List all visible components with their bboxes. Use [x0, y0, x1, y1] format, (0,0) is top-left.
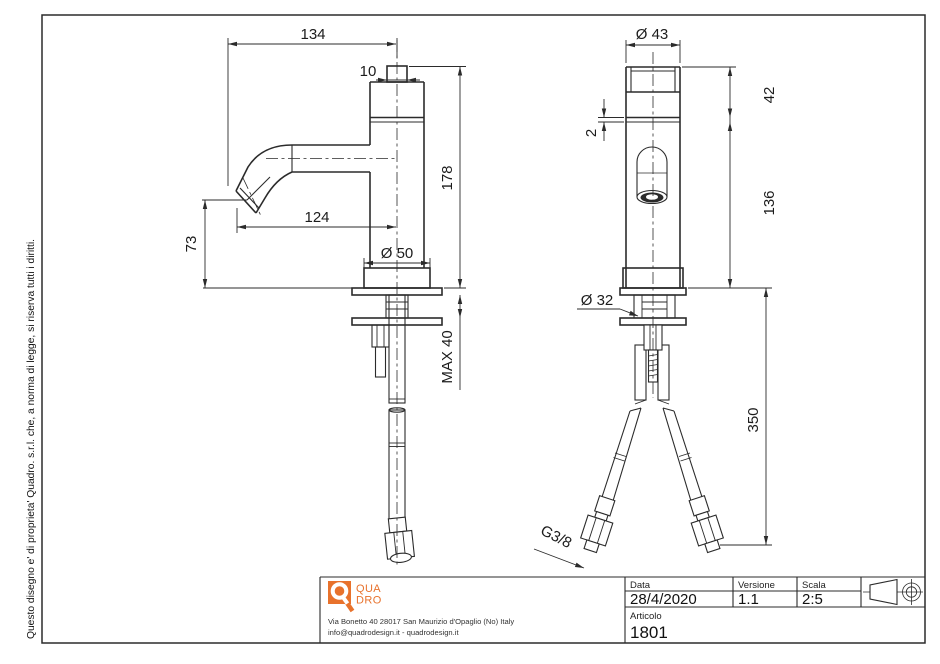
copyright-note: Questo disegno e' di proprieta' Quadro. … [26, 239, 37, 639]
dim-thread-g38: G3/8 [538, 522, 575, 552]
dim-spout-height-73: 73 [183, 236, 200, 253]
dim-top-dia-43: Ø 43 [636, 26, 669, 43]
field-article-value: 1801 [630, 623, 668, 642]
border-frame [41, 14, 926, 644]
field-version-label: Versione [738, 580, 775, 591]
field-article-label: Articolo [630, 611, 662, 622]
dim-cap-42: 42 [761, 87, 778, 104]
dim-height-178: 178 [439, 165, 456, 190]
dim-body-136: 136 [761, 190, 778, 215]
projection-symbol-icon [863, 578, 923, 606]
front-view-dimensions: Ø 43 42 2 136 Ø 32 350 G3/8 [533, 26, 778, 569]
logo-text-line1: QUA [356, 583, 381, 595]
side-view-linework [235, 40, 443, 566]
dim-shank-dia-32: Ø 32 [581, 292, 614, 309]
field-scale-value: 2:5 [802, 591, 823, 608]
dim-groove-2: 2 [583, 129, 600, 137]
logo-text-line2: DRO [356, 595, 382, 607]
dim-knob-10: 10 [360, 63, 377, 80]
field-date-value: 28/4/2020 [630, 591, 697, 608]
dim-base-dia-50: Ø 50 [381, 245, 414, 262]
quadro-logo: QUA DRO [328, 581, 382, 613]
dim-max-40: MAX 40 [439, 330, 456, 383]
field-version-value: 1.1 [738, 591, 759, 608]
dim-reach-124: 124 [304, 209, 329, 226]
title-block: QUA DRO Via Bonetto 40 28017 San Maurizi… [319, 576, 925, 643]
field-date-label: Data [630, 580, 651, 591]
dim-width-134: 134 [300, 26, 325, 43]
company-contacts: info@quadrodesign.it - quadrodesign.it [328, 628, 459, 637]
dim-hose-350: 350 [745, 407, 762, 432]
company-address: Via Bonetto 40 28017 San Maurizio d'Opag… [328, 617, 514, 626]
logo-q-icon [330, 582, 349, 600]
field-scale-label: Scala [802, 580, 826, 591]
side-view-dimensions: 134 10 178 124 73 Ø 50 MAX 40 [183, 26, 466, 390]
front-view-linework [579, 52, 725, 554]
front-view: Ø 43 42 2 136 Ø 32 350 G3/8 [533, 26, 778, 569]
side-view: 134 10 178 124 73 Ø 50 MAX 40 [183, 26, 466, 566]
